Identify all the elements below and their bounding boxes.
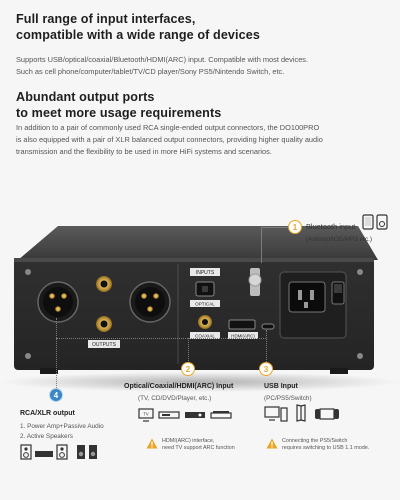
speaker-right-icon <box>56 444 68 460</box>
active-speaker-right-icon <box>89 445 97 459</box>
coaxial-label: COAXIAL <box>195 334 215 339</box>
phone-icon <box>362 214 374 230</box>
bottom-connector-line <box>56 338 266 339</box>
tv-icon-label: TV <box>143 412 149 417</box>
coax-sub: (TV, CD/DVD/Player, etc.) <box>138 395 212 402</box>
usb-warning-icon <box>266 438 278 449</box>
outputs-label: OUTPUTS <box>92 342 117 348</box>
rca-leader-line <box>56 318 57 388</box>
usb-leader-line <box>266 330 267 362</box>
section1-title-line1: Full range of input interfaces, <box>16 12 196 26</box>
cd-player-icon <box>158 411 180 419</box>
usb-note-line2: requires switching to USB 1.1 mode. <box>282 445 370 451</box>
section2-title-line2: to meet more usage requirements <box>16 106 222 120</box>
section1-body-line1: Supports USB/optical/coaxial/Bluetooth/H… <box>16 55 309 64</box>
media-player-icon <box>210 411 232 419</box>
tv-icon: TV <box>138 408 154 422</box>
switch-icon <box>315 408 339 420</box>
coax-note-line2: need TV support ARC function <box>162 445 235 451</box>
section2-title-line1: Abundant output ports <box>16 90 155 104</box>
usb-title: USB Input <box>264 383 298 390</box>
inputs-label: INPUTS <box>196 270 215 276</box>
dac-rear-panel: OUTPUTS INPUTS OPTICAL COAXIAL HDMI(ARC) <box>0 226 400 392</box>
coax-title: Optical/Coaxial/HDMI(ARC) Input <box>124 383 234 390</box>
mp3-player-icon <box>376 214 388 230</box>
rca-badge: 4 <box>49 388 63 402</box>
speaker-left-icon <box>20 444 32 460</box>
section1-title-line2: compatible with a wide range of devices <box>16 28 260 42</box>
section1-body-line2: Such as cell phone/computer/tablet/TV/CD… <box>16 67 285 76</box>
bluetooth-badge: 1 <box>288 220 302 234</box>
usb-sub: (PC/PS5/Switch) <box>264 395 312 402</box>
usb-note-line1: Connecting the PS5/Switch <box>282 438 348 444</box>
ps5-icon <box>296 404 306 422</box>
rca-item1: 1. Power Amp+Passive Audio <box>20 423 104 430</box>
rca-item2: 2. Active Speakers <box>20 433 73 440</box>
amplifier-icon <box>35 451 53 457</box>
coax-leader-line <box>188 338 189 363</box>
section2-body-line1: In addition to a pair of commonly used R… <box>16 123 320 132</box>
dvd-player-icon <box>185 412 205 418</box>
pc-icon <box>264 406 288 422</box>
bluetooth-sub: (Android/IOS/MP3 etc.) <box>306 236 373 243</box>
rca-title: RCA/XLR output <box>20 410 75 417</box>
active-speaker-left-icon <box>77 445 85 459</box>
coax-badge: 2 <box>181 362 195 376</box>
optical-label: OPTICAL <box>195 302 215 307</box>
coax-warning-icon <box>146 438 158 449</box>
bluetooth-title: Bluetooth input <box>306 222 356 231</box>
coax-note-line1: HDMI(ARC) interface, <box>162 438 215 444</box>
section2-body-line2: is also equipped with a pair of XLR bala… <box>16 135 323 144</box>
usb-badge: 3 <box>259 362 273 376</box>
hdmi-label: HDMI(ARC) <box>231 334 255 339</box>
bluetooth-leader-line <box>261 227 288 263</box>
section2-body-line3: transmission and the flexibility to be u… <box>16 147 272 156</box>
